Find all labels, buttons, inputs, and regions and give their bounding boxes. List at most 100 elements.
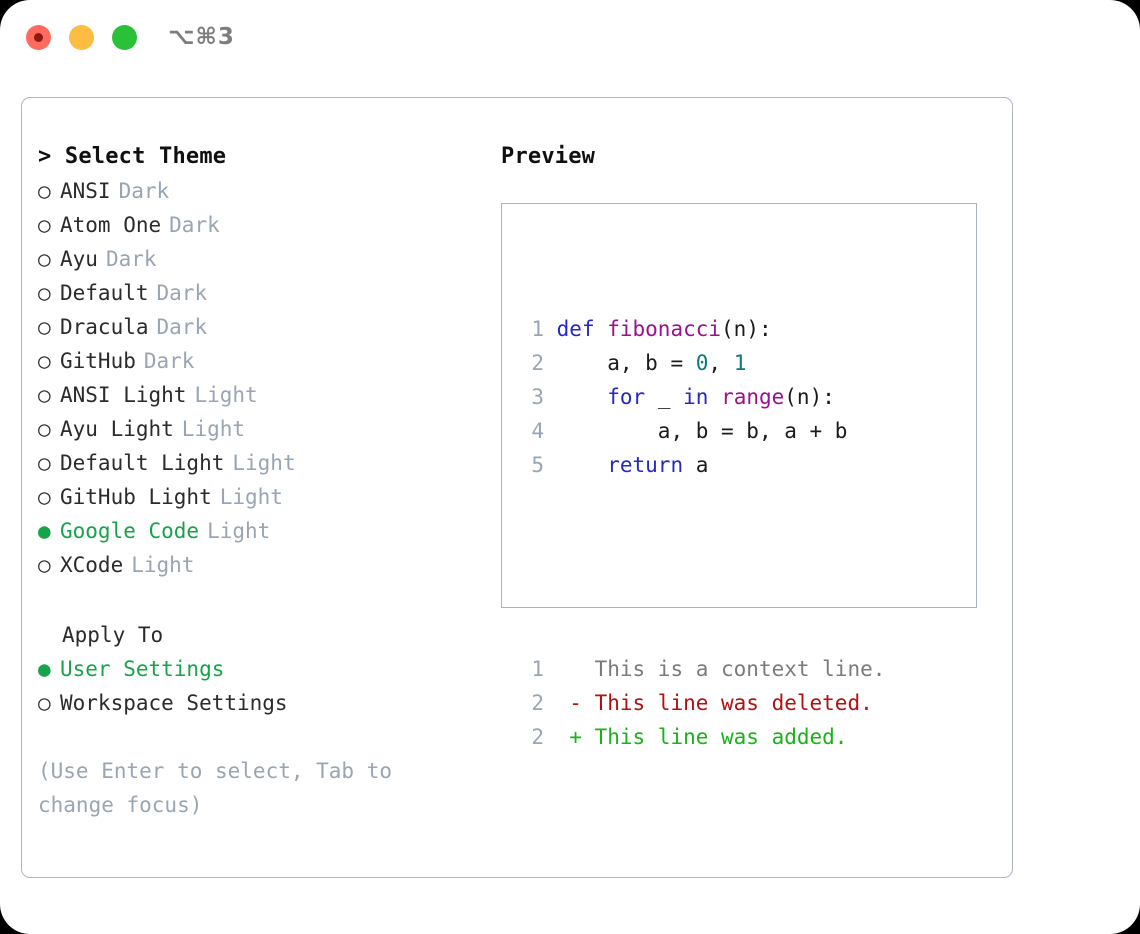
- theme-option-label: Default: [60, 281, 149, 305]
- code-token: a: [683, 453, 709, 477]
- code-token: for: [607, 385, 646, 409]
- theme-option-label: Ayu: [60, 247, 98, 271]
- theme-option-kind: Dark: [105, 247, 157, 271]
- code-token: [557, 385, 608, 409]
- radio-unselected-icon: ○: [38, 485, 51, 509]
- select-theme-heading: > Select Theme: [38, 144, 227, 169]
- diff-line-text: + This line was added.: [569, 725, 848, 749]
- radio-unselected-icon: ○: [38, 213, 51, 237]
- code-token: (n):: [784, 385, 835, 409]
- apply-to-option-workspace-settings[interactable]: ○ Workspace Settings: [38, 686, 478, 720]
- title-bar: ⌥⌘3: [0, 0, 1140, 76]
- theme-option-label: ANSI: [60, 179, 111, 203]
- theme-option-label: GitHub Light: [60, 485, 212, 509]
- line-number: 3: [531, 385, 544, 409]
- section-spacer: [38, 582, 478, 618]
- preview-column: Preview: [501, 140, 1001, 174]
- line-number: 2: [531, 351, 544, 375]
- theme-option-label: GitHub: [60, 349, 136, 373]
- apply-to-heading: Apply To: [62, 623, 164, 647]
- line-number: 1: [531, 317, 544, 341]
- theme-option-label: Google Code: [60, 519, 200, 543]
- code-line: 5 return a: [520, 448, 885, 482]
- theme-option-kind: Light: [219, 485, 283, 509]
- line-number: 2: [531, 691, 544, 715]
- code-token: [708, 385, 721, 409]
- diff-line-add: 2 + This line was added.: [520, 720, 885, 754]
- theme-option-label: XCode: [60, 553, 124, 577]
- apply-to-option-label: User Settings: [60, 657, 225, 681]
- theme-option-kind: Dark: [118, 179, 170, 203]
- radio-unselected-icon: ○: [38, 179, 51, 203]
- radio-unselected-icon: ○: [38, 247, 51, 271]
- radio-unselected-icon: ○: [38, 383, 51, 407]
- theme-option-xcode[interactable]: ○ XCode Light: [38, 548, 478, 582]
- theme-option-kind: Light: [194, 383, 258, 407]
- theme-option-ansi[interactable]: ○ ANSI Dark: [38, 174, 478, 208]
- theme-option-github-light[interactable]: ○ GitHub Light Light: [38, 480, 478, 514]
- line-number: 4: [531, 419, 544, 443]
- radio-unselected-icon: ○: [38, 691, 51, 715]
- apply-to-option-label: Workspace Settings: [60, 691, 288, 715]
- diff-line-text: - This line was deleted.: [569, 691, 873, 715]
- code-token: 0: [695, 351, 709, 375]
- code-token: range: [721, 385, 785, 409]
- line-number: 5: [531, 453, 544, 477]
- code-line: 3 for _ in range(n):: [520, 380, 885, 414]
- keyboard-shortcut-label: ⌥⌘3: [168, 24, 235, 50]
- theme-option-kind: Dark: [169, 213, 220, 237]
- code-token: a, b =: [556, 351, 696, 375]
- diff-line-text: This is a context line.: [569, 657, 886, 681]
- code-gap: [520, 550, 885, 584]
- apply-to-option-user-settings[interactable]: ● User Settings: [38, 652, 478, 686]
- theme-option-kind: Dark: [156, 281, 208, 305]
- theme-option-kind: Light: [131, 553, 195, 577]
- maximize-window-button[interactable]: [112, 25, 137, 50]
- theme-option-kind: Light: [207, 519, 271, 543]
- theme-option-github[interactable]: ○ GitHub Dark: [38, 344, 478, 378]
- theme-option-atom-one[interactable]: ○ Atom One Dark: [38, 208, 478, 242]
- theme-option-kind: Light: [232, 451, 296, 475]
- code-token: return: [607, 453, 684, 477]
- close-window-button[interactable]: [26, 25, 51, 50]
- theme-option-default[interactable]: ○ Default Dark: [38, 276, 478, 310]
- radio-unselected-icon: ○: [38, 281, 51, 305]
- code-token: 1: [733, 351, 747, 375]
- line-number: 1: [531, 657, 544, 681]
- theme-option-label: Dracula: [60, 315, 149, 339]
- radio-selected-icon: ●: [38, 657, 51, 681]
- theme-option-ayu[interactable]: ○ Ayu Dark: [38, 242, 478, 276]
- diff-line-del: 2 - This line was deleted.: [520, 686, 885, 720]
- radio-unselected-icon: ○: [38, 349, 51, 373]
- code-token: fibonacci: [607, 317, 722, 341]
- radio-unselected-icon: ○: [38, 553, 51, 577]
- theme-option-ansi-light[interactable]: ○ ANSI Light Light: [38, 378, 478, 412]
- radio-unselected-icon: ○: [38, 451, 51, 475]
- code-line: 4 a, b = b, a + b: [520, 414, 885, 448]
- keyboard-hint-text: (Use Enter to select, Tab to change focu…: [38, 759, 405, 817]
- theme-option-label: ANSI Light: [60, 383, 187, 407]
- theme-option-kind: Dark: [143, 349, 195, 373]
- line-number: 2: [531, 725, 544, 749]
- minimize-window-button[interactable]: [69, 25, 94, 50]
- apply-to-list: ● User Settings ○ Workspace Settings: [38, 652, 478, 720]
- code-token: [557, 453, 608, 477]
- preview-heading: Preview: [501, 144, 596, 169]
- code-token: in: [683, 385, 709, 409]
- code-line: 1 def fibonacci(n):: [520, 312, 885, 346]
- theme-option-label: Atom One: [60, 213, 162, 237]
- radio-unselected-icon: ○: [38, 315, 51, 339]
- code-token: (n):: [721, 317, 772, 341]
- code-token: a, b = b, a + b: [556, 419, 848, 443]
- code-token: _: [645, 385, 684, 409]
